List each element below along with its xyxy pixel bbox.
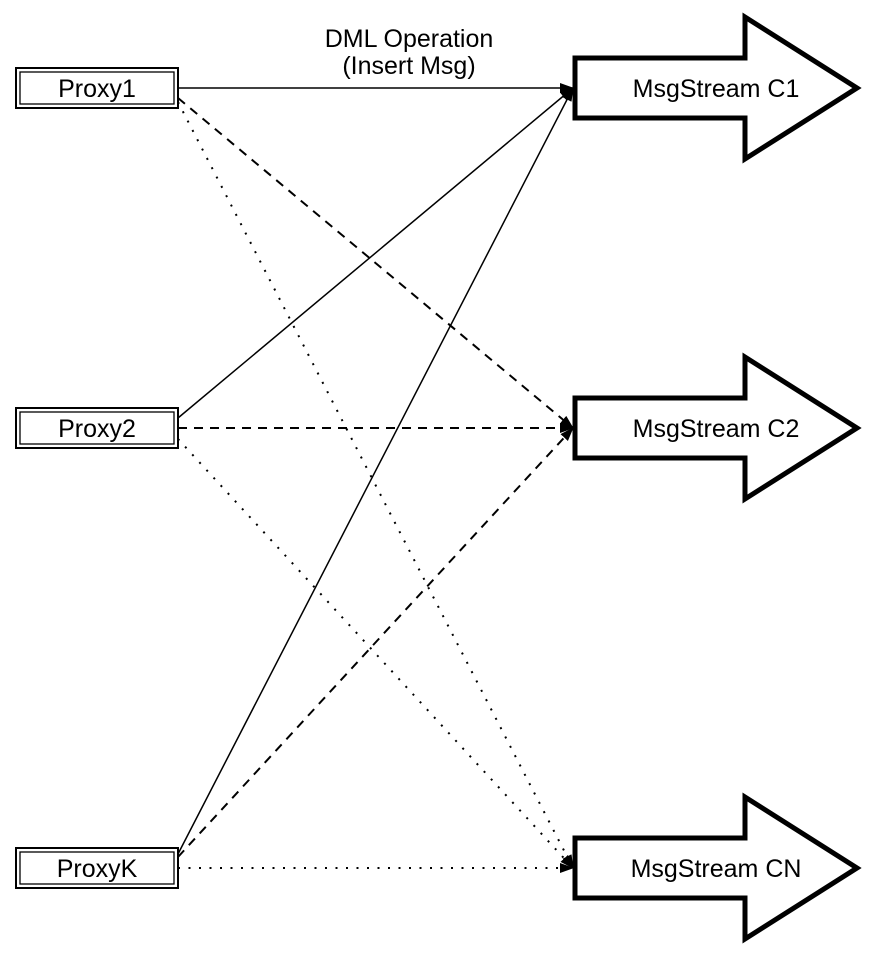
title-line-1: DML Operation	[325, 25, 494, 53]
proxy-box-inner	[19, 851, 175, 885]
proxy-label: Proxy2	[58, 415, 136, 443]
edge-proxyk-to-c1-solid	[177, 87, 574, 855]
edge-proxy1-to-c2-dashed	[177, 97, 574, 429]
stream-label: MsgStream C1	[633, 75, 800, 103]
proxy-box-outer	[15, 407, 179, 449]
stream-arrow-shape	[572, 792, 862, 944]
stream-arrows: MsgStream C1 MsgStream C2 MsgStream CN	[572, 12, 862, 944]
stream-arrow-c2: MsgStream C2	[572, 352, 862, 504]
proxy-box-outer	[15, 67, 179, 109]
title-line-2: (Insert Msg)	[342, 52, 475, 80]
edge-proxy2-to-c1-solid	[177, 87, 574, 419]
stream-arrow-cn: MsgStream CN	[572, 792, 862, 944]
edge-proxy2-to-cn-dotted	[177, 438, 574, 869]
proxy-node-proxy2: Proxy2	[15, 407, 179, 449]
proxy-box-outer	[15, 847, 179, 889]
proxy-label: Proxy1	[58, 75, 136, 103]
stream-label: MsgStream C2	[633, 415, 800, 443]
stream-label: MsgStream CN	[631, 855, 802, 883]
edge-lines	[177, 83, 574, 873]
diagram-title: DML Operation (Insert Msg)	[325, 25, 494, 80]
proxy-node-proxyk: ProxyK	[15, 847, 179, 889]
proxy-label: ProxyK	[57, 855, 138, 883]
stream-arrow-shape	[572, 352, 862, 504]
edge-proxyk-to-c2-dashed	[177, 427, 574, 858]
proxy-node-proxy1: Proxy1	[15, 67, 179, 109]
edge-proxy1-to-cn-dotted	[177, 101, 574, 869]
proxy-box-inner	[19, 411, 175, 445]
stream-arrow-shape	[572, 12, 862, 164]
stream-arrow-c1: MsgStream C1	[572, 12, 862, 164]
proxy-box-inner	[19, 71, 175, 105]
